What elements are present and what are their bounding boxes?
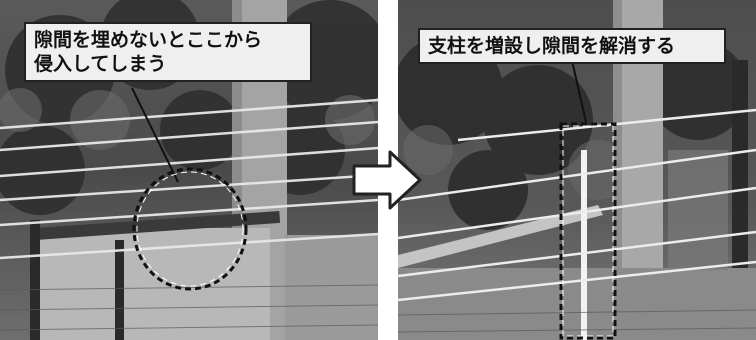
- callout-after: 支柱を増設し隙間を解消する: [418, 28, 726, 64]
- gap-highlight-circle: [132, 167, 248, 291]
- callout-before-line1: 隙間を埋めないとここから: [34, 29, 263, 51]
- callout-before: 隙間を埋めないとここから 侵入してしまう: [24, 22, 312, 82]
- right-arrow-icon: [352, 150, 422, 210]
- callout-leader-line-left: [131, 87, 179, 183]
- callout-before-line2: 侵入してしまう: [34, 53, 167, 75]
- new-pole-highlight-box: [559, 122, 617, 340]
